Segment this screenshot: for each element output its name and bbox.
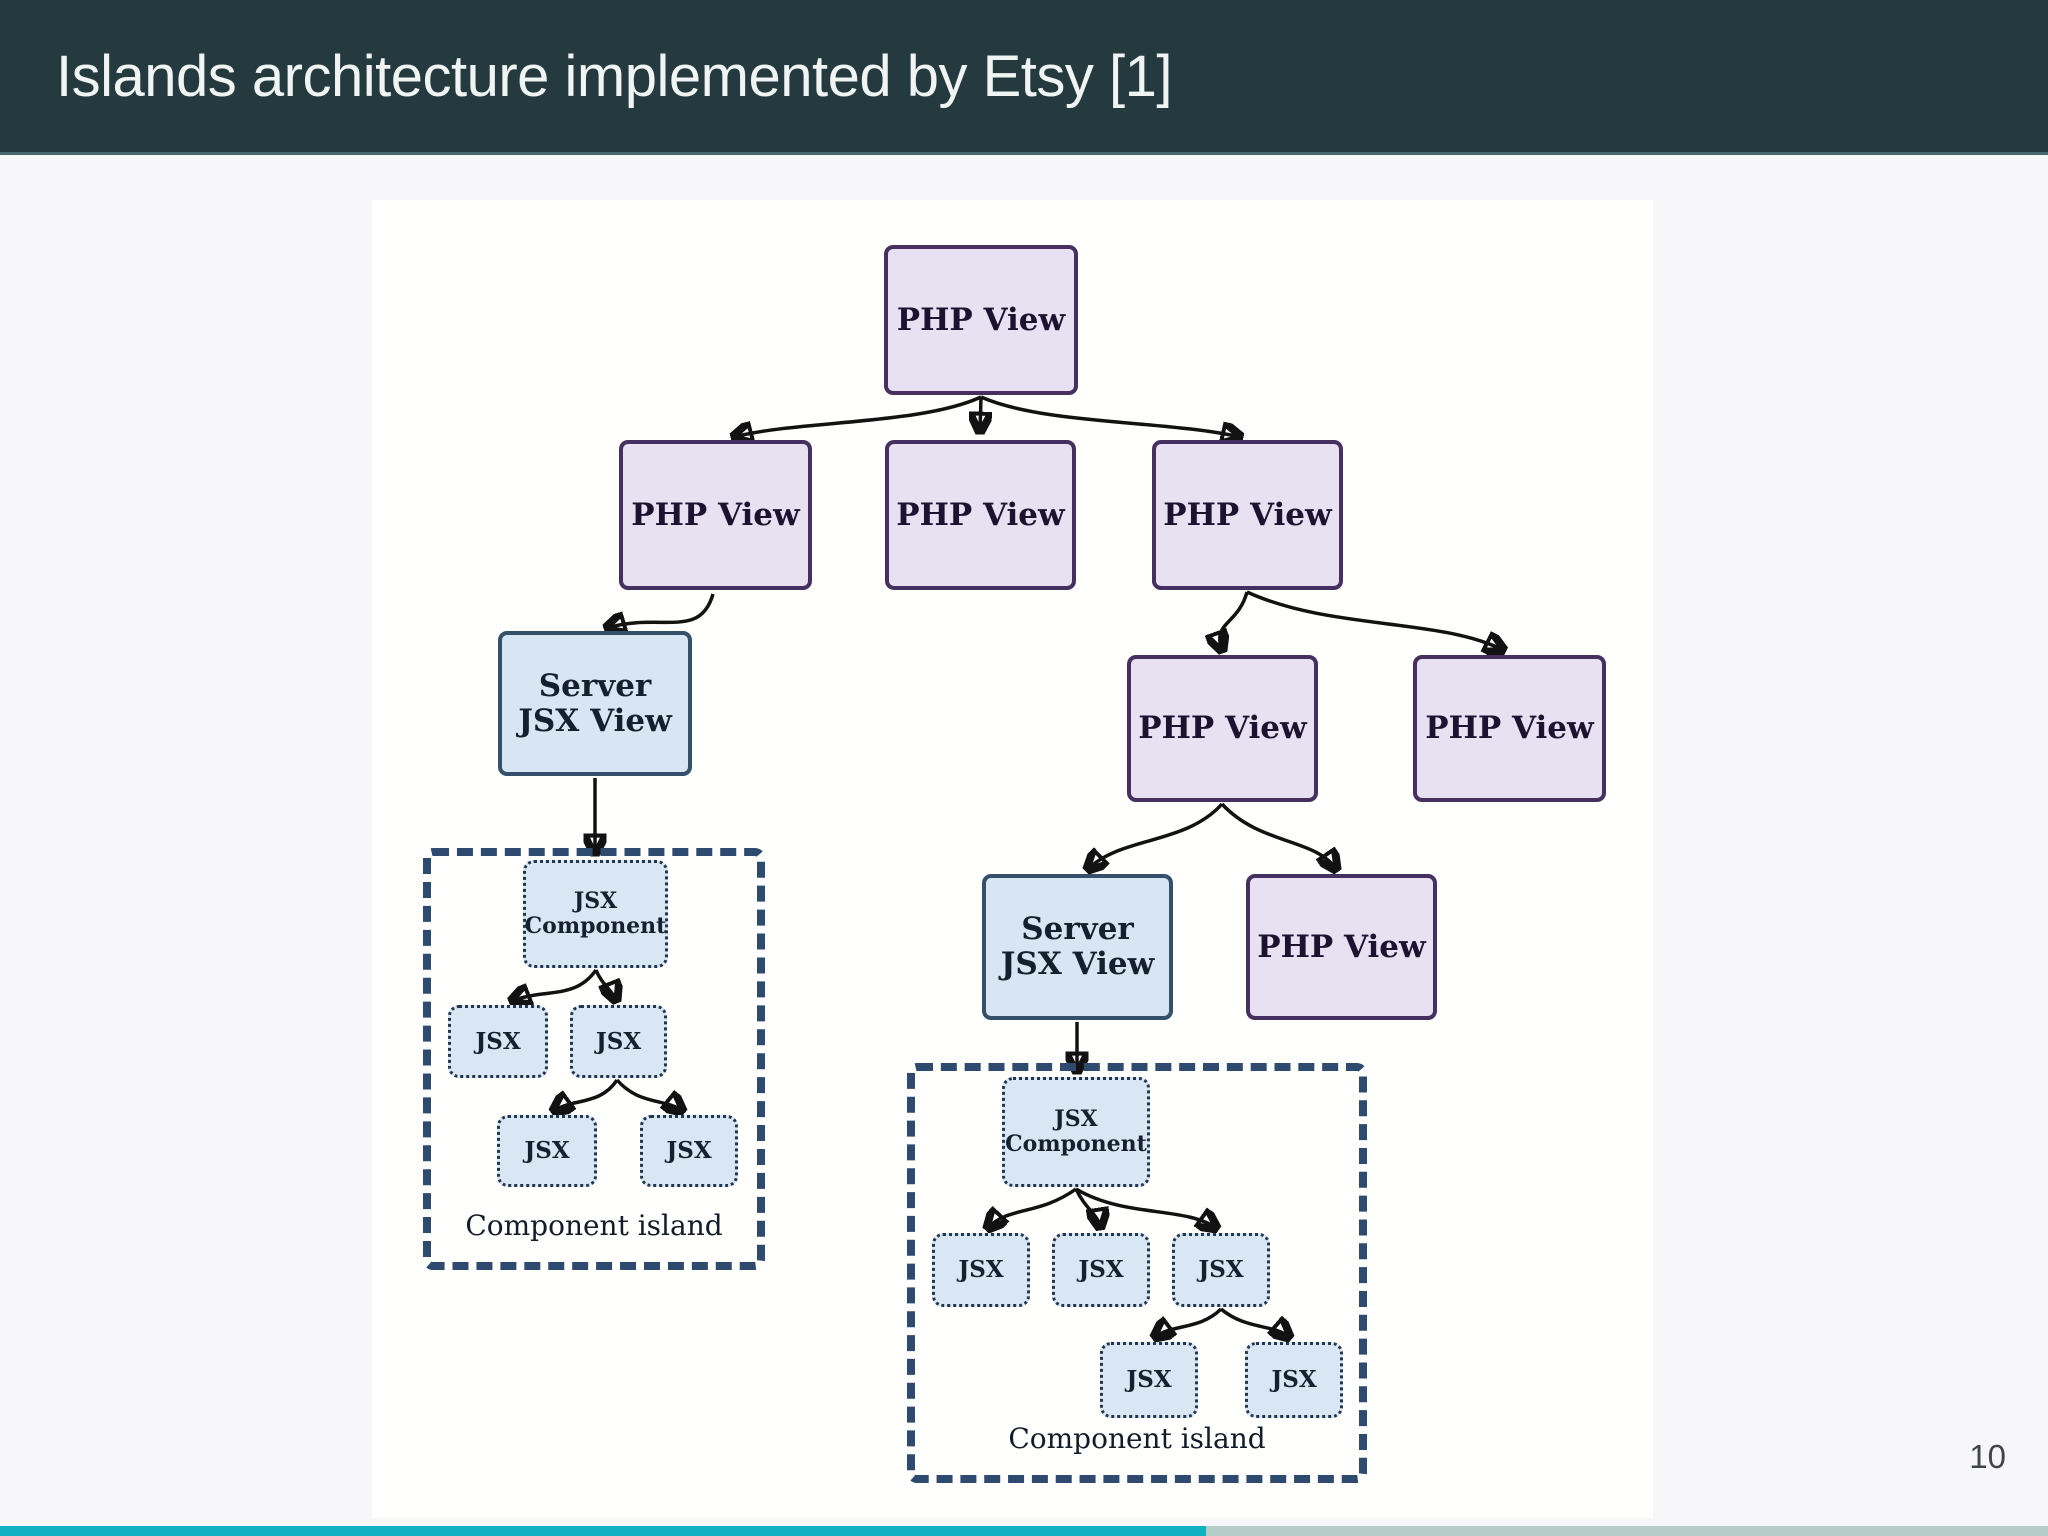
node-label: Server JSX View — [1000, 911, 1155, 982]
server-jsx-view-node: Server JSX View — [498, 631, 692, 776]
title-bar: Islands architecture implemented by Etsy… — [0, 0, 2048, 155]
component-island: Component island — [907, 1063, 1367, 1483]
footer-muted-bar — [1206, 1526, 2048, 1536]
node-label: JSX — [1271, 1366, 1317, 1394]
footer-accent-bar — [0, 1526, 1206, 1536]
jsx-component-node: JSX Component — [1002, 1077, 1150, 1187]
php-view-node: PHP View — [1152, 440, 1343, 590]
node-label: JSX Component — [524, 888, 667, 939]
node-label: JSX — [595, 1027, 642, 1055]
node-label: JSX — [1126, 1366, 1172, 1394]
node-label: PHP View — [1138, 710, 1307, 747]
node-label: JSX — [666, 1137, 712, 1165]
php-view-node: PHP View — [884, 245, 1078, 395]
node-label: PHP View — [631, 496, 800, 533]
node-label: PHP View — [896, 496, 1065, 533]
php-view-node: PHP View — [1413, 655, 1606, 802]
jsx-node: JSX — [640, 1115, 738, 1187]
jsx-node: JSX — [448, 1005, 548, 1078]
jsx-node: JSX — [1172, 1233, 1270, 1307]
jsx-component-node: JSX Component — [523, 860, 668, 968]
node-label: JSX — [1078, 1256, 1124, 1284]
node-label: JSX Component — [1005, 1106, 1147, 1157]
node-label: PHP View — [896, 301, 1066, 338]
node-label: PHP View — [1163, 496, 1332, 533]
php-view-node: PHP View — [1127, 655, 1318, 802]
php-view-node: PHP View — [885, 440, 1076, 590]
node-label: JSX — [1198, 1256, 1244, 1284]
jsx-node: JSX — [497, 1115, 597, 1187]
jsx-node: JSX — [1245, 1342, 1343, 1418]
slide-title: Islands architecture implemented by Etsy… — [56, 43, 1172, 109]
node-label: JSX — [524, 1137, 570, 1165]
node-label: PHP View — [1425, 710, 1594, 747]
php-view-node: PHP View — [619, 440, 812, 590]
node-label: JSX — [958, 1256, 1004, 1284]
jsx-node: JSX — [1052, 1233, 1150, 1307]
server-jsx-view-node: Server JSX View — [982, 874, 1173, 1020]
node-label: JSX — [475, 1027, 521, 1055]
node-label: Server JSX View — [518, 667, 672, 739]
php-view-node: PHP View — [1246, 874, 1437, 1020]
page-number: 10 — [1969, 1438, 2006, 1475]
island-label: Component island — [465, 1209, 723, 1242]
jsx-node: JSX — [1100, 1342, 1198, 1418]
jsx-node: JSX — [570, 1005, 667, 1078]
component-island: Component island — [423, 848, 765, 1270]
island-label: Component island — [1008, 1422, 1266, 1455]
node-label: PHP View — [1257, 928, 1426, 965]
jsx-node: JSX — [932, 1233, 1030, 1307]
